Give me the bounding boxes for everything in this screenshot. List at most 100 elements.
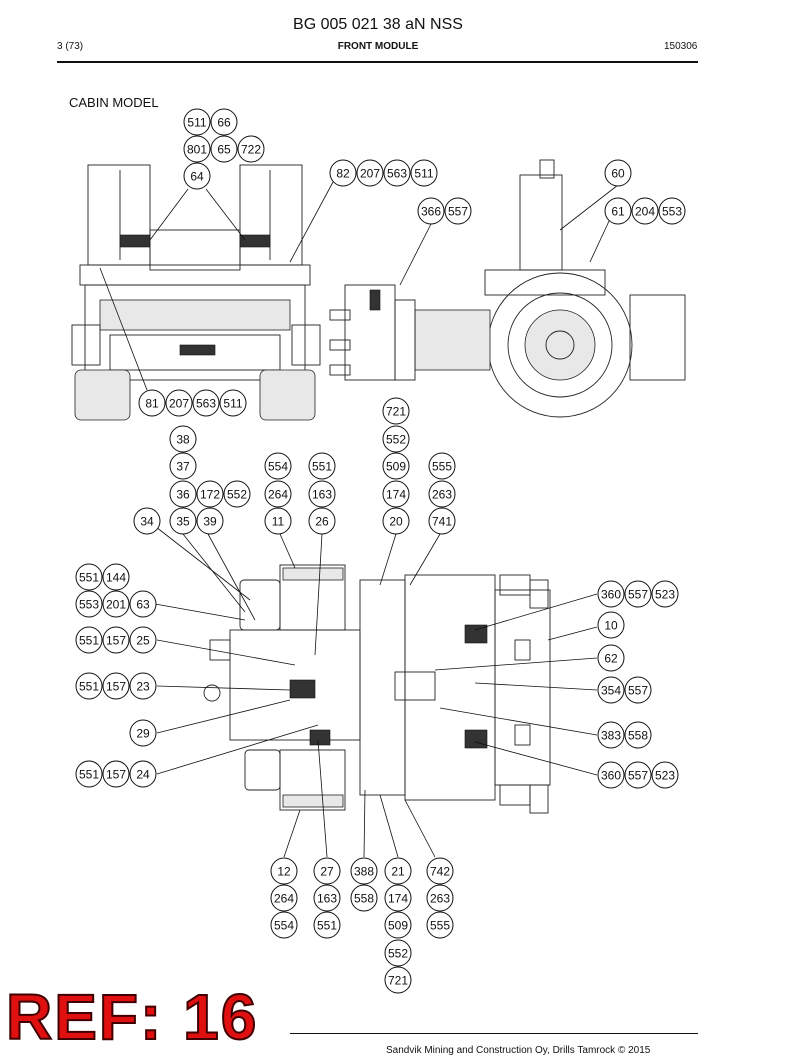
callout-label: 60 [611,167,625,181]
callout-label: 62 [604,652,618,666]
callout-n13: 721 [384,966,412,994]
callout-a2: 66 [210,108,238,136]
callout-n3: 554 [270,911,298,939]
callout-label: 555 [430,919,450,933]
callout-n4: 27 [313,857,341,885]
callout-label: 523 [655,769,675,783]
callout-label: 38 [176,433,190,447]
callout-f4: 174 [382,480,410,508]
callout-d1: 60 [604,159,632,187]
callout-d3: 204 [631,197,659,225]
callout-b4: 511 [410,159,438,187]
callout-j1: 555 [428,452,456,480]
callout-m3: 523 [651,580,679,608]
callout-n7: 388 [350,857,378,885]
callout-j2: 263 [428,480,456,508]
callout-g1: 38 [169,425,197,453]
callout-f3: 509 [382,452,410,480]
callout-m1: 360 [597,580,625,608]
callout-g5: 552 [223,480,251,508]
callout-label: 63 [136,598,150,612]
callout-label: 264 [268,488,288,502]
front-view-drawing [71,164,321,421]
callout-label: 721 [386,405,406,419]
callout-label: 10 [604,619,618,633]
callout-label: 360 [601,588,621,602]
callout-k10: 157 [102,672,130,700]
callout-d2: 61 [604,197,632,225]
callout-label: 554 [274,919,294,933]
callout-label: 388 [354,865,374,879]
callout-m5: 62 [597,644,625,672]
callout-a1: 511 [183,108,211,136]
callout-label: 26 [315,515,329,529]
callout-label: 35 [176,515,190,529]
callout-i3: 26 [308,507,336,535]
callout-label: 61 [611,205,625,219]
callout-e1: 81 [138,389,166,417]
callout-k13: 551 [75,760,103,788]
callout-label: 157 [106,768,126,782]
callout-label: 37 [176,460,190,474]
callout-label: 552 [386,433,406,447]
callout-h1: 554 [264,452,292,480]
callout-label: 24 [136,768,150,782]
page-number: 3 (73) [57,41,84,52]
callout-f1: 721 [382,397,410,425]
callout-label: 511 [187,116,206,130]
callout-n8: 558 [350,884,378,912]
callout-label: 741 [432,515,452,529]
callout-label: 552 [227,488,247,502]
callout-label: 721 [388,974,408,988]
callout-b2: 207 [356,159,384,187]
callout-m7: 557 [624,676,652,704]
callout-label: 511 [414,167,433,181]
callout-label: 25 [136,634,150,648]
callout-m6: 354 [597,676,625,704]
callout-label: 263 [432,488,452,502]
callout-n5: 163 [313,884,341,912]
callout-label: 557 [628,684,648,698]
callout-label: 383 [601,729,621,743]
callout-label: 21 [391,865,405,879]
callout-label: 563 [196,397,216,411]
callout-label: 555 [432,460,452,474]
callout-k9: 551 [75,672,103,700]
callout-k7: 157 [102,626,130,654]
callout-label: 511 [223,397,242,411]
callout-label: 81 [145,397,159,411]
callout-label: 174 [386,488,406,502]
callout-m12: 523 [651,761,679,789]
callout-label: 722 [241,143,261,157]
callout-e3: 563 [192,389,220,417]
callout-e2: 207 [165,389,193,417]
callout-label: 554 [268,460,288,474]
callout-a5: 722 [237,135,265,163]
callout-label: 20 [389,515,403,529]
callout-label: 157 [106,634,126,648]
callout-n1: 12 [270,857,298,885]
callout-label: 551 [317,919,337,933]
callout-b1: 82 [329,159,357,187]
callout-n10: 174 [384,884,412,912]
callout-label: 174 [388,892,408,906]
callout-label: 263 [430,892,450,906]
callout-label: 39 [203,515,217,529]
callout-label: 11 [272,515,285,529]
callout-i1: 551 [308,452,336,480]
callout-n16: 555 [426,911,454,939]
callout-label: 264 [274,892,294,906]
callout-i2: 163 [308,480,336,508]
callout-h2: 264 [264,480,292,508]
callout-label: 509 [388,919,408,933]
callout-label: 742 [430,865,450,879]
leader-lines [99,181,619,858]
reference-stamp: REF: 16 [5,981,259,1053]
callout-m8: 383 [597,721,625,749]
callout-label: 66 [217,116,231,130]
callout-label: 557 [448,205,468,219]
callout-label: 558 [628,729,648,743]
callout-label: 29 [136,727,150,741]
footer-divider [290,1033,698,1034]
